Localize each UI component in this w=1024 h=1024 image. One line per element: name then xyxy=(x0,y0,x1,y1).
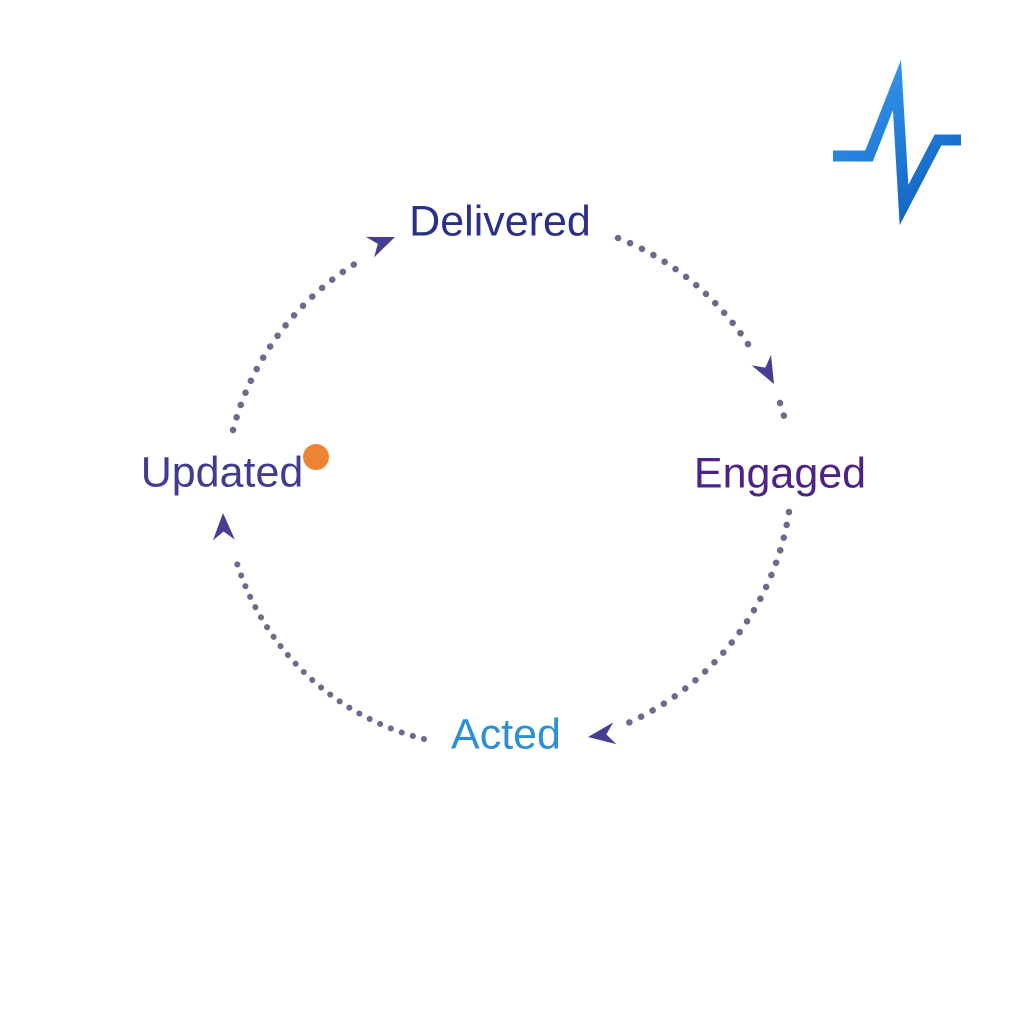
arrowhead-to-delivered-icon xyxy=(365,236,395,258)
stage-label-engaged: Engaged xyxy=(693,449,867,498)
pulse-logo-icon xyxy=(833,59,961,226)
arrowhead-to-updated-icon xyxy=(212,513,235,541)
arc-delivered-to-engaged-tail xyxy=(776,399,791,432)
stage-label-delivered: Delivered xyxy=(409,197,591,246)
arc-delivered-to-engaged xyxy=(614,234,757,356)
arc-updated-to-delivered xyxy=(229,258,362,434)
arrowhead-to-engaged-icon xyxy=(751,354,774,384)
stage-label-updated: Updated xyxy=(140,448,304,497)
arc-engaged-to-acted xyxy=(624,508,793,727)
arrowhead-to-acted-icon xyxy=(588,722,617,745)
arc-acted-to-updated xyxy=(233,557,427,742)
stage-label-acted: Acted xyxy=(451,710,561,759)
highlight-dot xyxy=(303,444,329,470)
